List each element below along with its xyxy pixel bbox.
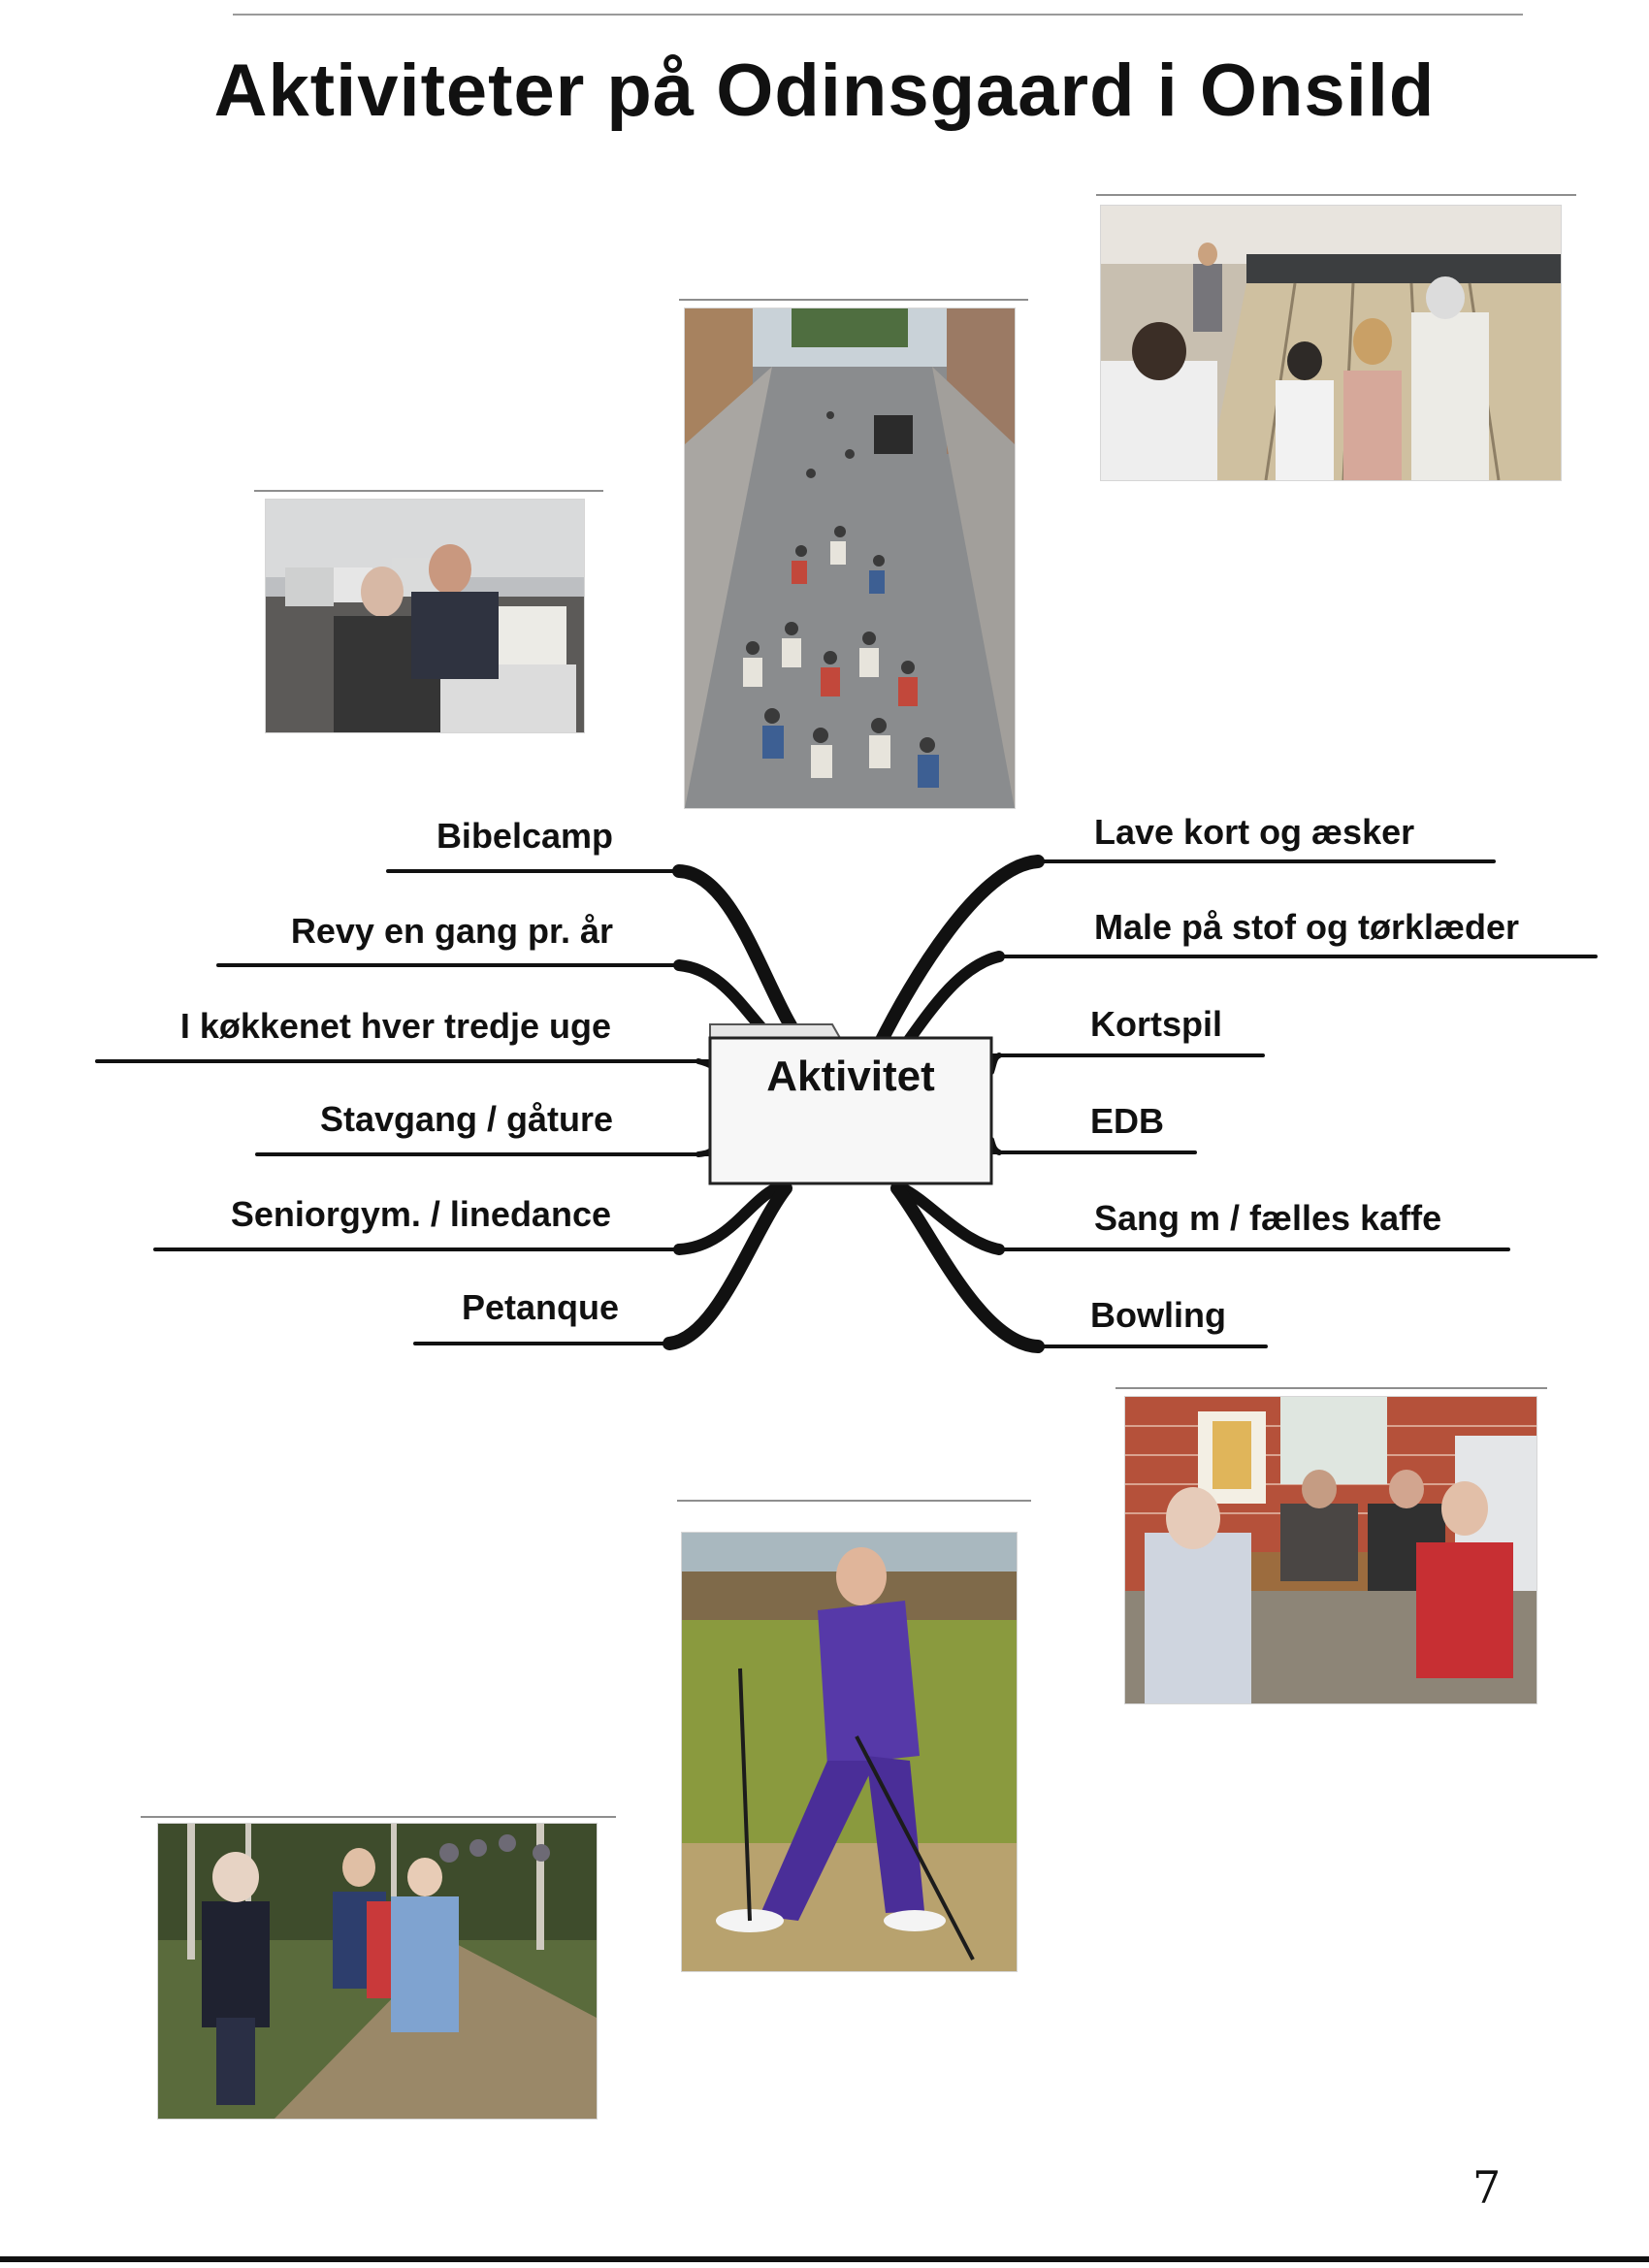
card-game-photo — [1125, 1397, 1536, 1703]
branch-curve-left-1 — [672, 864, 812, 1054]
nordic-walker-photo — [682, 1533, 1017, 1971]
branch-label-kortspil: Kortspil — [1090, 1004, 1223, 1044]
branch-label-seniorgym: Seniorgym. / linedance — [230, 1194, 611, 1234]
photo-edge — [1096, 194, 1576, 196]
photo-edge — [141, 1816, 616, 1818]
page-title: Aktiviteter på Odinsgaard i Onsild — [213, 49, 1436, 132]
branch-label-lave-kort: Lave kort og æsker — [1094, 812, 1415, 852]
photo-edge — [1116, 1387, 1547, 1389]
branch-label-edb: EDB — [1090, 1101, 1165, 1141]
photo-edge — [677, 1500, 1031, 1502]
branch-label-male-paa-stof: Male på stof og tørklæder — [1094, 907, 1520, 947]
branch-label-sang: Sang m / fælles kaffe — [1094, 1198, 1442, 1238]
mindmap-diagram — [95, 855, 1598, 1353]
walking-group-photo — [158, 1824, 597, 2119]
bottom-rule — [0, 2256, 1649, 2262]
photo-edge — [679, 299, 1028, 301]
branch-label-petanque: Petanque — [461, 1287, 619, 1327]
computer-photo — [266, 500, 584, 732]
bowling-photo — [1101, 206, 1561, 480]
top-rule — [233, 14, 1523, 16]
branch-curve-right-2 — [896, 951, 1005, 1055]
branch-label-bibelcamp: Bibelcamp — [436, 816, 613, 856]
center-box-tab — [709, 1023, 842, 1039]
branch-curve-left-5 — [673, 1183, 782, 1255]
page-number: 7 — [1472, 2161, 1502, 2214]
cycling-photo — [685, 308, 1015, 808]
photo-edge — [254, 490, 603, 492]
branch-curve-right-6 — [890, 1182, 1045, 1353]
branch-curve-left-6 — [663, 1182, 792, 1350]
branch-label-bowling: Bowling — [1090, 1295, 1226, 1335]
branch-label-revy: Revy en gang pr. år — [290, 911, 613, 951]
branch-curve-right-1 — [871, 855, 1045, 1054]
center-box — [708, 1036, 993, 1185]
branch-label-koekkenet: I køkkenet hver tredje uge — [179, 1006, 611, 1046]
branch-label-stavgang: Stavgang / gåture — [319, 1099, 613, 1139]
branch-curve-right-5 — [896, 1183, 1005, 1255]
center-label: Aktivitet — [766, 1053, 935, 1100]
